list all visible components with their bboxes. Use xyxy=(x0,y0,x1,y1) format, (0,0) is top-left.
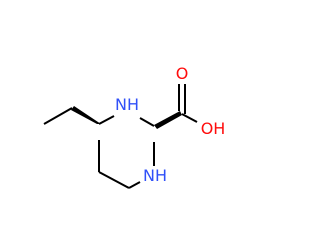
atom-label-carbonyl-oxygen: O xyxy=(176,64,189,83)
bond-c5-c6 xyxy=(98,171,130,189)
atom-label-nh-top: NH xyxy=(115,95,139,114)
wedge-c2-carboxyl xyxy=(154,111,182,129)
molecule-diagram: NH NH O OH xyxy=(43,64,226,189)
structure-canvas: NH NH O OH xyxy=(43,64,226,189)
bond-n3-c4 xyxy=(98,115,115,125)
wedge-c4-ethyl xyxy=(71,106,101,124)
atom-label-nh-bottom: NH xyxy=(143,166,167,185)
atom-label-hydroxyl: OH xyxy=(201,119,226,138)
bond-c6-n1 xyxy=(128,181,141,189)
bond-ethyl-ch3 xyxy=(43,107,73,125)
bond-c2-n3 xyxy=(139,117,155,127)
bond-c-oh xyxy=(181,113,198,123)
